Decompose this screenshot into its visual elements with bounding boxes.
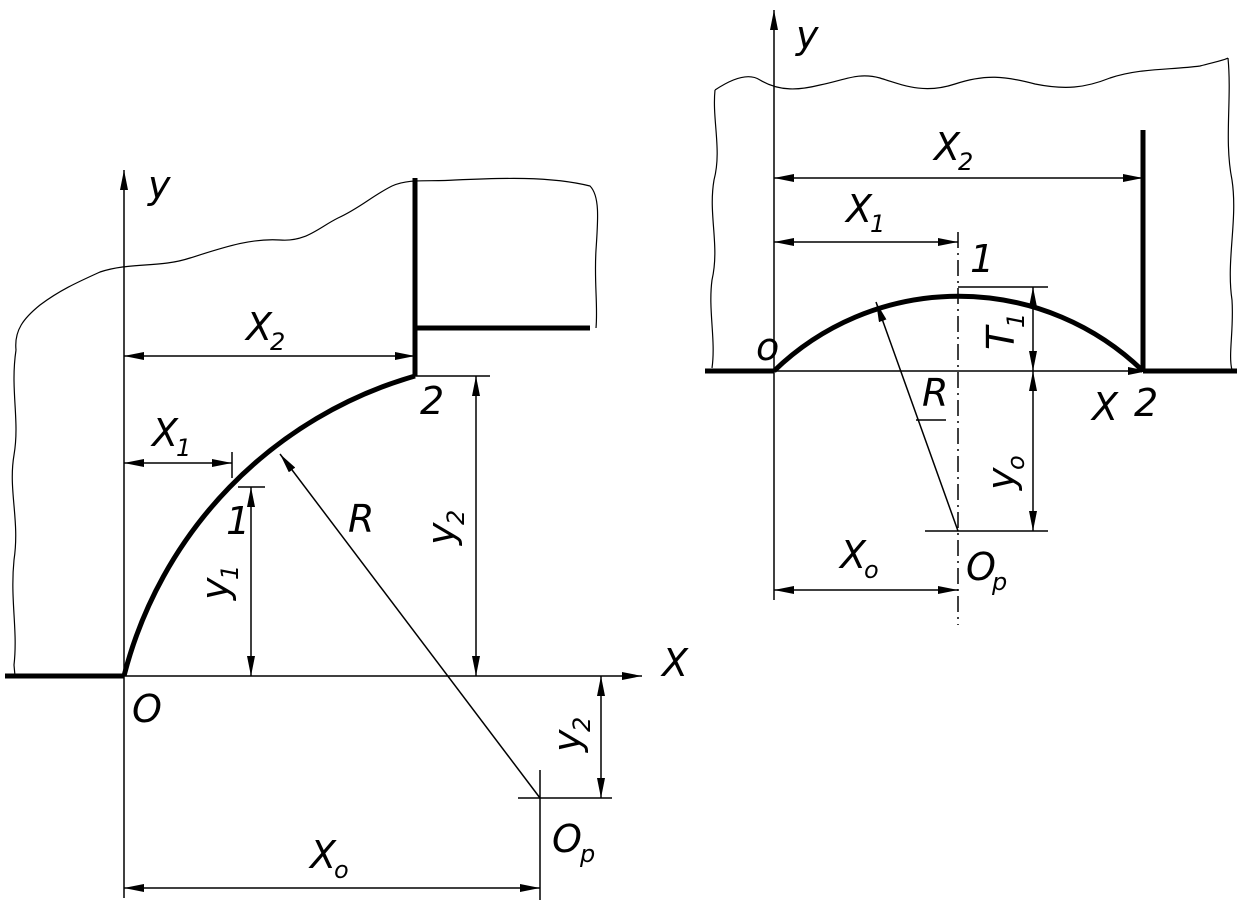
left-xo-label: X o <box>308 833 349 884</box>
left-material-side <box>11 349 17 677</box>
left-y-axis-label: y <box>147 163 171 207</box>
left-figure: y X O 1 2 R X 2 X 1 y 1 y 2 y 2 X o <box>5 163 689 900</box>
left-point-1-label: 1 <box>226 499 250 543</box>
svg-text:p: p <box>579 840 595 868</box>
svg-text:T: T <box>979 324 1023 350</box>
svg-text:y: y <box>419 522 463 546</box>
svg-text:O: O <box>966 545 996 589</box>
svg-text:2: 2 <box>568 717 596 732</box>
left-point-2-label: 2 <box>420 379 444 423</box>
svg-text:O: O <box>552 817 582 861</box>
right-t1-label: T 1 <box>979 313 1030 350</box>
left-origin-label: O <box>132 687 162 731</box>
svg-text:X: X <box>244 305 273 349</box>
svg-text:o: o <box>1002 455 1030 470</box>
right-material-right-side <box>1227 57 1235 371</box>
svg-text:2: 2 <box>958 148 973 176</box>
svg-text:y: y <box>545 729 589 753</box>
right-radius-line <box>875 301 959 532</box>
right-x2-label: X 2 <box>932 125 973 176</box>
right-origin-label: o <box>756 325 779 369</box>
svg-text:X: X <box>838 533 867 577</box>
right-point-2-label: 2 <box>1134 381 1158 425</box>
left-x2-label: X 2 <box>244 305 285 356</box>
right-x1-label: X 1 <box>844 187 885 238</box>
left-arc <box>121 373 416 677</box>
right-xo-label: X o <box>838 533 879 584</box>
left-x1-label: X 1 <box>150 411 191 462</box>
left-y2-lower-label: y 2 <box>545 717 596 753</box>
left-material-boundary <box>15 177 599 351</box>
svg-text:y: y <box>979 467 1023 491</box>
right-figure: y X o 1 2 R X 2 X 1 T 1 y o X o O p <box>705 10 1237 625</box>
svg-text:X: X <box>308 833 337 877</box>
svg-text:1: 1 <box>870 210 885 238</box>
svg-text:2: 2 <box>442 510 470 525</box>
left-op-label: O p <box>552 817 595 868</box>
svg-text:1: 1 <box>216 565 244 580</box>
svg-text:1: 1 <box>1002 313 1030 328</box>
right-radius-label: R <box>922 371 948 415</box>
left-radius-label: R <box>348 497 374 541</box>
svg-text:2: 2 <box>270 328 285 356</box>
svg-text:p: p <box>991 568 1007 596</box>
svg-text:1: 1 <box>176 434 191 462</box>
left-y2-label: y 2 <box>419 510 470 546</box>
right-x-axis-label: X <box>1090 385 1119 429</box>
right-op-label: O p <box>966 545 1007 596</box>
svg-text:y: y <box>193 577 237 601</box>
svg-text:o: o <box>334 856 349 884</box>
left-x-axis-label: X <box>660 641 689 685</box>
left-radius-line <box>279 453 541 799</box>
svg-text:X: X <box>150 411 179 455</box>
right-point-1-label: 1 <box>970 237 994 281</box>
svg-text:X: X <box>844 187 873 231</box>
right-material-boundary <box>714 57 1229 91</box>
left-y1-label: y 1 <box>193 565 244 601</box>
right-yo-label: y o <box>979 455 1030 491</box>
svg-text:X: X <box>932 125 961 169</box>
right-material-left-side <box>710 89 718 369</box>
svg-text:o: o <box>864 556 879 584</box>
right-y-axis-label: y <box>795 13 819 57</box>
